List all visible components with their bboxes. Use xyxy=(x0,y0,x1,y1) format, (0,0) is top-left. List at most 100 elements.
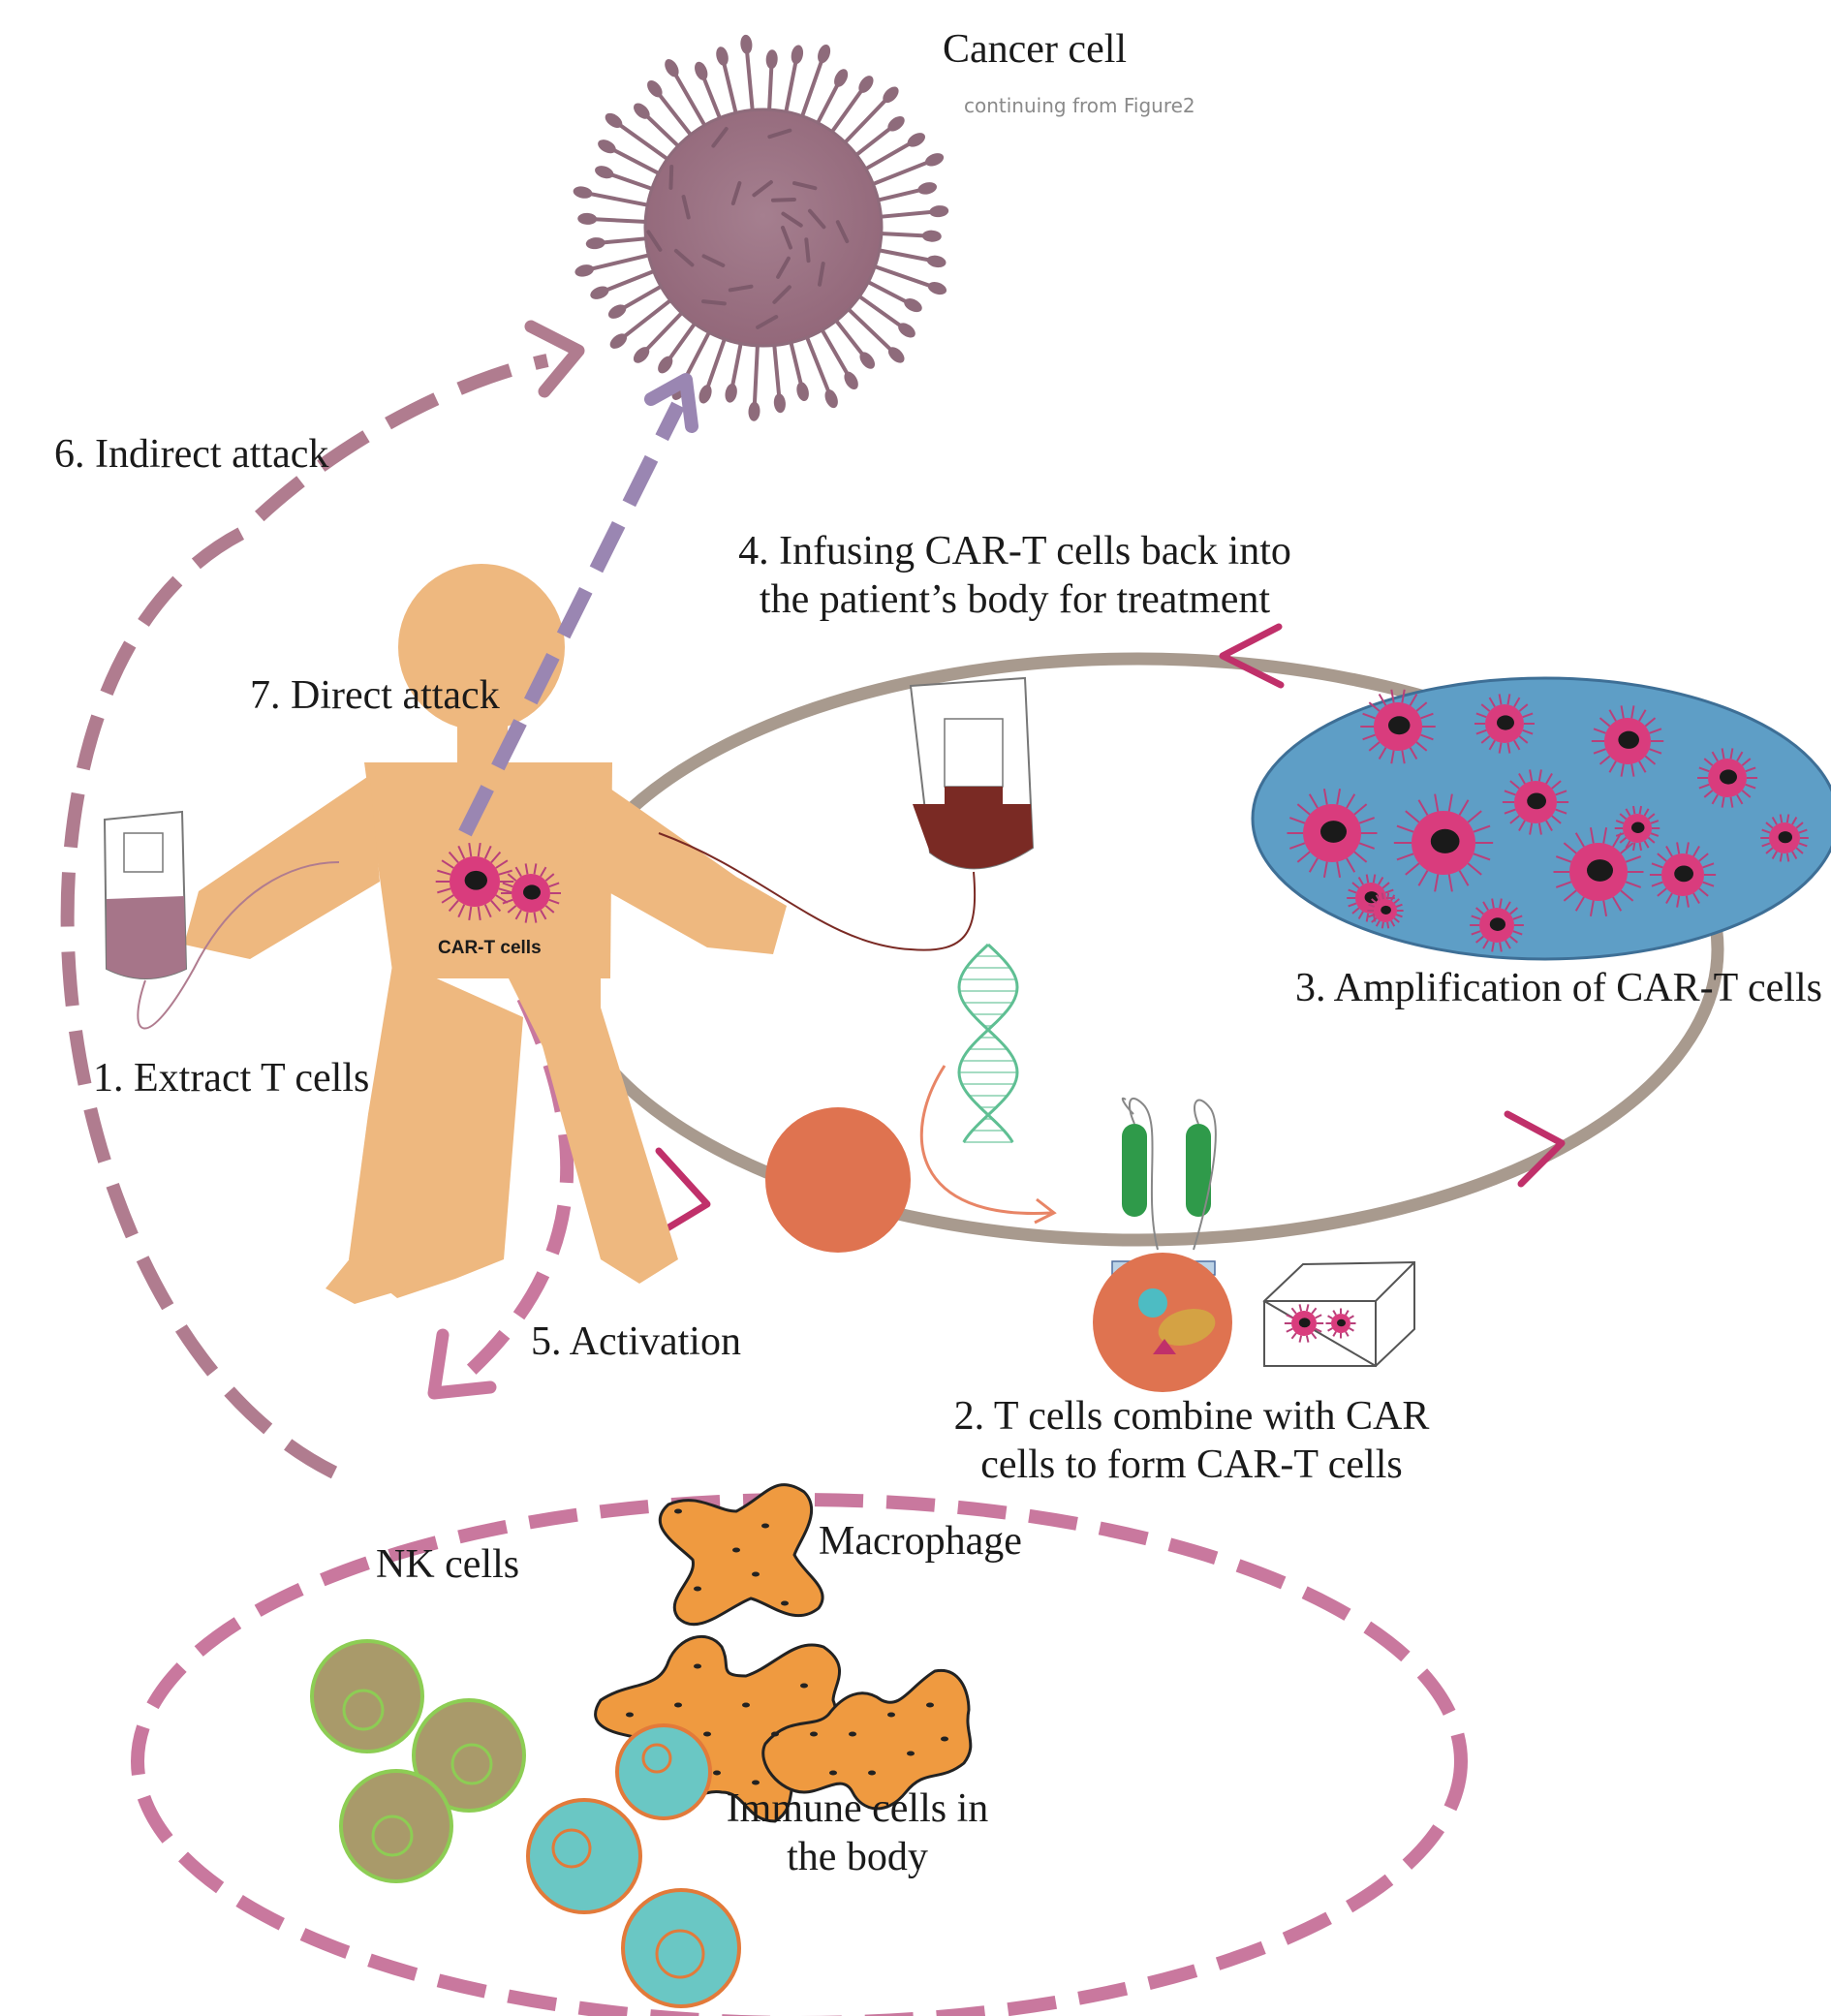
car-t-spike xyxy=(1765,847,1774,854)
car-t-spike xyxy=(1288,817,1306,824)
car-t-spike xyxy=(1505,940,1511,949)
macrophage-granule xyxy=(941,1736,948,1742)
car-t-spike xyxy=(457,845,466,859)
macrophage-granule xyxy=(752,1571,760,1577)
car-t-spike xyxy=(1298,1304,1303,1312)
car-t-spike xyxy=(1499,898,1503,909)
car-t-spike xyxy=(1401,750,1406,764)
car-t-spike xyxy=(1522,729,1534,735)
car-t-spike xyxy=(1386,921,1390,929)
activation-arrowhead xyxy=(427,1328,497,1400)
car-t-nucleus xyxy=(1674,865,1693,883)
car-t-spike xyxy=(1779,814,1784,823)
car-t-spike xyxy=(502,898,513,905)
car-t-spike xyxy=(1386,892,1390,900)
cancer-spike-tip xyxy=(925,153,945,167)
car-t-spike xyxy=(1574,896,1585,912)
car-t-spike xyxy=(1474,907,1484,915)
car-t-nucleus xyxy=(1364,891,1380,904)
car-t-spike xyxy=(1368,701,1381,712)
car-t-spike xyxy=(1504,790,1516,796)
car-t-spike xyxy=(1458,799,1470,816)
car-t-spike xyxy=(1518,820,1526,832)
car-t-spike xyxy=(1650,820,1660,824)
macrophage-granule xyxy=(761,1523,769,1529)
car-t-spike xyxy=(1685,895,1690,908)
cancer-spike-tip xyxy=(585,237,605,250)
cancer-inner-mark xyxy=(770,197,796,202)
car-t-spike xyxy=(441,859,454,869)
macrophage-granule xyxy=(732,1547,740,1553)
car-t-nucleus xyxy=(523,884,541,900)
car-t-spike xyxy=(1348,888,1357,894)
cancer-spike-tip xyxy=(917,182,938,195)
car-t-spike xyxy=(1405,862,1420,876)
cancer-spike-tip xyxy=(748,401,760,421)
cancer-inner-mark xyxy=(835,220,850,244)
car-t-spike xyxy=(1513,739,1521,751)
car-t-spike xyxy=(507,873,517,882)
loop-arrowhead-bottom-left xyxy=(655,1147,711,1236)
car-t-spike xyxy=(1563,842,1577,854)
cancer-inner-mark xyxy=(701,299,727,306)
car-t-spike xyxy=(1473,824,1491,833)
car-t-spike xyxy=(1353,851,1368,863)
car-t-spike xyxy=(1327,1315,1333,1319)
car-t-spike xyxy=(1741,758,1752,766)
cancer-inner-mark xyxy=(711,127,729,148)
car-t-spike xyxy=(1499,942,1503,952)
car-t-nucleus xyxy=(1320,821,1347,843)
car-t-spike xyxy=(1346,857,1356,873)
car-t-spike xyxy=(1480,703,1491,712)
activation-label: 5. Activation xyxy=(531,1319,741,1364)
car-t-spike xyxy=(1488,739,1496,751)
car-t-nucleus xyxy=(1527,792,1546,810)
car-t-spike xyxy=(1785,853,1790,862)
car-t-spike xyxy=(1608,709,1617,722)
car-t-spike xyxy=(1474,935,1484,944)
car-t-spike xyxy=(1620,842,1634,854)
car-t-spike xyxy=(483,904,492,918)
car-t-spike xyxy=(1498,694,1503,705)
car-t-spike xyxy=(524,912,529,923)
car-t-nucleus xyxy=(1618,730,1639,749)
engineered-car-t-cell xyxy=(1093,1253,1232,1392)
car-t-spike xyxy=(533,912,538,923)
car-t-spike xyxy=(1698,887,1709,897)
car-t-spike xyxy=(1703,758,1714,766)
loop-arrowhead-top xyxy=(1219,623,1285,689)
car-t-spike xyxy=(1593,748,1606,755)
car-t-spike xyxy=(1491,898,1495,909)
car-t-nucleus xyxy=(464,870,487,890)
macrophage-granule xyxy=(674,1508,682,1514)
car-t-spike xyxy=(1631,842,1636,852)
cancer-spike xyxy=(798,52,826,121)
car-t-spike xyxy=(1612,896,1623,912)
macrophage-granule xyxy=(800,1683,808,1689)
cancer-inner-mark xyxy=(767,128,792,140)
car-t-cells-chest-label: CAR-T cells xyxy=(438,938,542,958)
direct-attack-arrow xyxy=(458,401,685,837)
cancer-inner-mark xyxy=(807,208,826,230)
car-t-spike xyxy=(1378,877,1384,885)
cancer-spike-tip xyxy=(609,333,628,349)
car-t-spike xyxy=(1644,717,1657,728)
car-t-spike xyxy=(1349,1315,1354,1319)
car-t-spike xyxy=(1409,693,1418,706)
cancer-spike xyxy=(844,305,898,357)
car-t-spike xyxy=(1353,803,1368,816)
cancer-spike xyxy=(703,334,729,395)
car-t-spike xyxy=(1512,930,1523,936)
cancer-spike-tip xyxy=(598,140,616,154)
cancer-spike xyxy=(744,44,756,114)
car-t-spike xyxy=(1434,874,1440,892)
car-t-spike xyxy=(1365,913,1370,922)
car-t-spike xyxy=(1692,892,1700,905)
immune-cells xyxy=(526,1723,741,2008)
indirect-attack-arrowhead xyxy=(524,320,585,398)
car-t-spike xyxy=(437,887,451,894)
car-t-spike xyxy=(1698,766,1710,773)
car-t-spike xyxy=(483,845,492,859)
car-t-spike xyxy=(1378,693,1387,706)
